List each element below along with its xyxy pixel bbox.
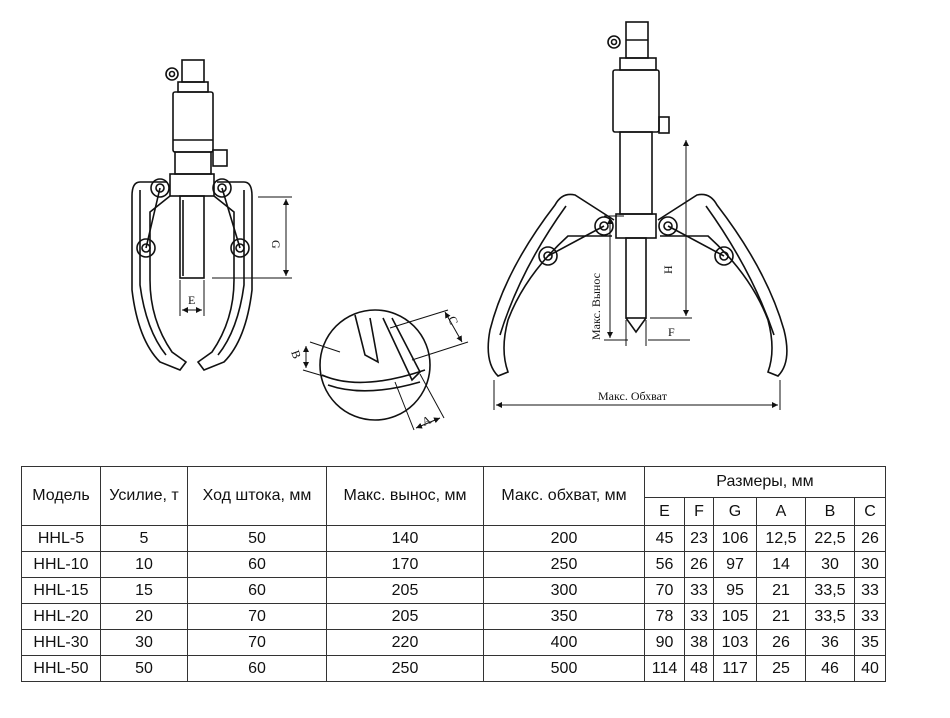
table-cell: 70 xyxy=(644,577,685,604)
table-cell: 95 xyxy=(713,577,757,604)
table-cell: HHL-10 xyxy=(21,551,101,578)
table-cell: 21 xyxy=(756,577,806,604)
specs-table: Модель Усилие, т Ход штока, мм Макс. вын… xyxy=(21,466,886,682)
table-cell: 350 xyxy=(483,603,645,630)
table-cell: 50 xyxy=(100,655,188,682)
table-cell: 12,5 xyxy=(756,525,806,552)
table-cell: 106 xyxy=(713,525,757,552)
table-cell: 26 xyxy=(684,551,714,578)
table-cell: HHL-15 xyxy=(21,577,101,604)
table-cell: 60 xyxy=(187,551,327,578)
table-cell: 48 xyxy=(684,655,714,682)
table-cell: 30 xyxy=(805,551,855,578)
label-b: B xyxy=(288,348,304,360)
table-cell: 20 xyxy=(100,603,188,630)
table-cell: 26 xyxy=(854,525,886,552)
table-cell: 35 xyxy=(854,629,886,656)
table-cell: 33 xyxy=(854,603,886,630)
table-cell: 205 xyxy=(326,603,484,630)
table-cell: 14 xyxy=(756,551,806,578)
label-max-reach: Макс. Вынос xyxy=(589,273,603,340)
table-cell: 250 xyxy=(483,551,645,578)
jaw-tip-detail xyxy=(302,309,469,431)
table-cell: 21 xyxy=(756,603,806,630)
header-dimensions: Размеры, мм xyxy=(644,466,886,498)
table-cell: 23 xyxy=(684,525,714,552)
table-cell: 103 xyxy=(713,629,757,656)
header-f: F xyxy=(684,497,714,526)
table-cell: 250 xyxy=(326,655,484,682)
table-cell: 10 xyxy=(100,551,188,578)
table-cell: 220 xyxy=(326,629,484,656)
table-cell: 56 xyxy=(644,551,685,578)
table-cell: 60 xyxy=(187,577,327,604)
table-cell: 114 xyxy=(644,655,685,682)
table-cell: 38 xyxy=(684,629,714,656)
table-cell: HHL-30 xyxy=(21,629,101,656)
header-c: C xyxy=(854,497,886,526)
table-cell: 33 xyxy=(684,603,714,630)
header-g: G xyxy=(713,497,757,526)
label-g: G xyxy=(269,240,283,249)
technical-drawings: G E C B A xyxy=(131,21,788,431)
table-cell: 170 xyxy=(326,551,484,578)
label-h: H xyxy=(661,265,675,274)
table-cell: 30 xyxy=(100,629,188,656)
table-cell: 205 xyxy=(326,577,484,604)
label-max-spread: Макс. Обхват xyxy=(598,389,668,403)
table-cell: HHL-5 xyxy=(21,525,101,552)
table-cell: 33,5 xyxy=(805,577,855,604)
table-cell: 60 xyxy=(187,655,327,682)
label-f: F xyxy=(668,325,675,339)
table-cell: 15 xyxy=(100,577,188,604)
header-force: Усилие, т xyxy=(100,466,188,526)
table-cell: 300 xyxy=(483,577,645,604)
table-cell: 78 xyxy=(644,603,685,630)
label-e: E xyxy=(188,293,195,307)
table-cell: 40 xyxy=(854,655,886,682)
header-reach: Макс. вынос, мм xyxy=(326,466,484,526)
table-cell: 22,5 xyxy=(805,525,855,552)
header-e: E xyxy=(644,497,685,526)
table-cell: 25 xyxy=(756,655,806,682)
table-cell: 140 xyxy=(326,525,484,552)
header-b: B xyxy=(805,497,855,526)
table-cell: 200 xyxy=(483,525,645,552)
table-cell: 97 xyxy=(713,551,757,578)
table-cell: 70 xyxy=(187,603,327,630)
table-cell: 46 xyxy=(805,655,855,682)
table-cell: 50 xyxy=(187,525,327,552)
table-cell: 26 xyxy=(756,629,806,656)
table-cell: HHL-20 xyxy=(21,603,101,630)
table-cell: 5 xyxy=(100,525,188,552)
table-cell: 36 xyxy=(805,629,855,656)
header-a: A xyxy=(756,497,806,526)
table-cell: 117 xyxy=(713,655,757,682)
table-cell: 33 xyxy=(854,577,886,604)
table-cell: HHL-50 xyxy=(21,655,101,682)
puller-open-drawing xyxy=(487,21,788,410)
table-cell: 30 xyxy=(854,551,886,578)
header-stroke: Ход штока, мм xyxy=(187,466,327,526)
table-cell: 500 xyxy=(483,655,645,682)
label-a: A xyxy=(420,412,434,428)
header-model: Модель xyxy=(21,466,101,526)
header-spread: Макс. обхват, мм xyxy=(483,466,645,526)
table-cell: 70 xyxy=(187,629,327,656)
table-cell: 105 xyxy=(713,603,757,630)
table-cell: 90 xyxy=(644,629,685,656)
table-cell: 33 xyxy=(684,577,714,604)
table-cell: 45 xyxy=(644,525,685,552)
table-cell: 33,5 xyxy=(805,603,855,630)
table-cell: 400 xyxy=(483,629,645,656)
puller-closed-drawing xyxy=(131,59,292,371)
